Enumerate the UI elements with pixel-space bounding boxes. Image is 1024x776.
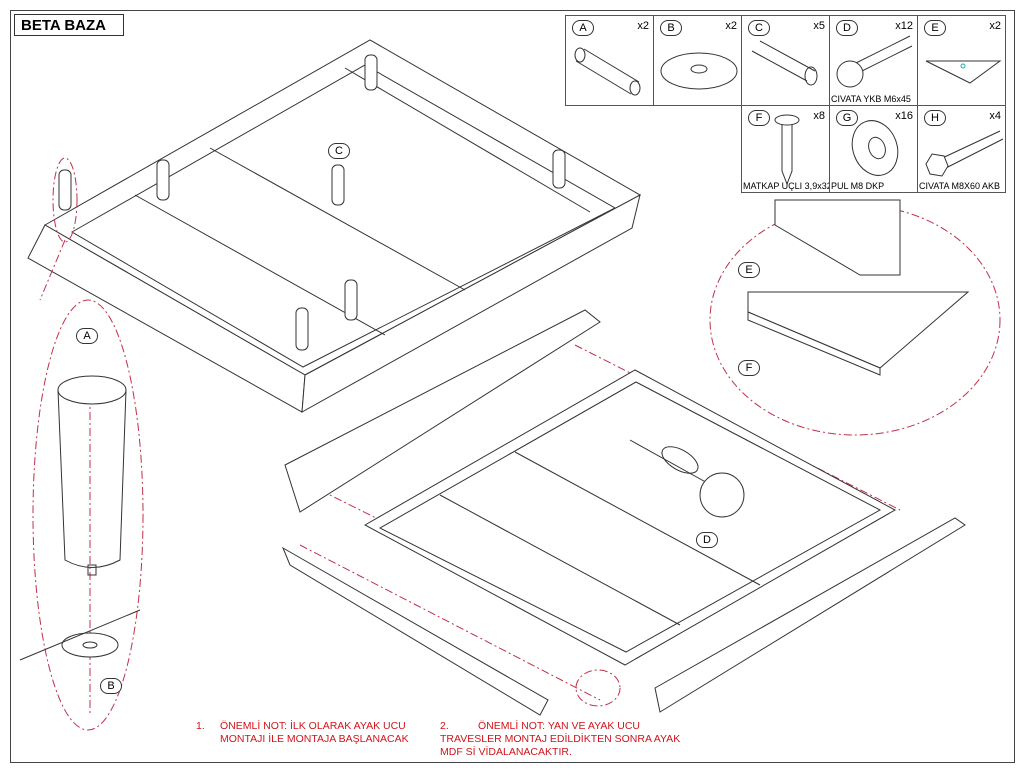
- exploded-frame: [281, 199, 970, 716]
- part-name: CIVATA M8X60 AKB: [919, 181, 1001, 191]
- note-1: 1. ÖNEMLİ NOT: İLK OLARAK AYAK UCU MONTAJ…: [196, 720, 409, 746]
- leg-detail: [19, 375, 141, 661]
- part-qty: x2: [637, 20, 649, 32]
- page-title: BETA BAZA: [14, 14, 124, 36]
- assembled-base: [27, 39, 642, 413]
- part-id: H: [924, 110, 946, 126]
- note-number: 2.: [440, 720, 449, 732]
- part-id: A: [572, 20, 594, 36]
- part-id: B: [660, 20, 682, 36]
- note-line: TRAVESLER MONTAJ EDİLDİKTEN SONRA AYAK: [440, 733, 681, 745]
- part-qty: x12: [895, 20, 913, 32]
- part-qty: x4: [989, 110, 1001, 122]
- part-qty: x8: [813, 110, 825, 122]
- callout-e: E: [738, 262, 760, 278]
- part-id: G: [836, 110, 858, 126]
- part-id: F: [748, 110, 770, 126]
- part-name: MATKAP UÇLI 3,9x32: [743, 181, 832, 191]
- callout-a: A: [76, 328, 98, 344]
- part-id: E: [924, 20, 946, 36]
- note-line: MDF Sİ VİDALANACAKTIR.: [440, 746, 572, 758]
- callout-f: F: [738, 360, 760, 376]
- page-border: [10, 10, 1015, 763]
- callout-d: D: [696, 532, 718, 548]
- part-id: C: [748, 20, 770, 36]
- part-qty: x16: [895, 110, 913, 122]
- part-qty: x2: [989, 20, 1001, 32]
- note-line: ÖNEMLİ NOT: YAN VE AYAK UCU: [478, 720, 641, 732]
- part-name: PUL M8 DKP: [831, 181, 885, 191]
- part-qty: x2: [725, 20, 737, 32]
- note-line: ÖNEMLİ NOT: İLK OLARAK AYAK UCU: [220, 720, 406, 732]
- callout-c: C: [328, 143, 350, 159]
- note-2: 2. ÖNEMLİ NOT: YAN VE AYAK UCU TRAVESLER …: [440, 720, 680, 759]
- callout-b: B: [100, 678, 122, 694]
- part-name: CIVATA YKB M6x45: [831, 94, 911, 104]
- part-id: D: [836, 20, 858, 36]
- note-number: 1.: [196, 720, 205, 732]
- part-qty: x5: [813, 20, 825, 32]
- note-line: MONTAJI İLE MONTAJA BAŞLANACAK: [220, 733, 409, 745]
